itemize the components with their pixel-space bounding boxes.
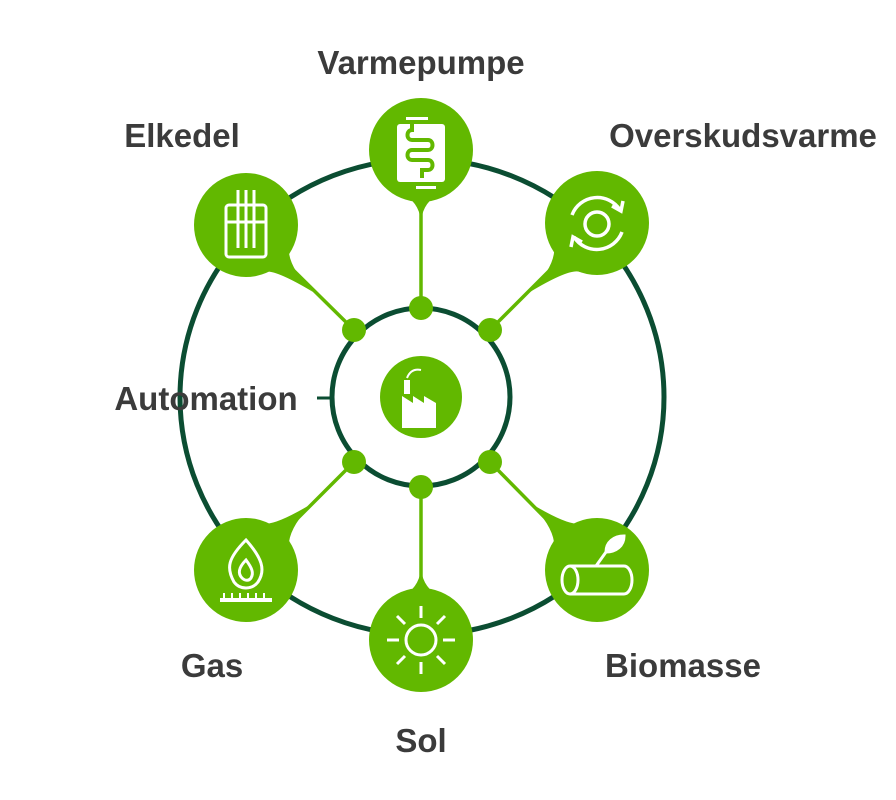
node-elkedel[interactable] — [194, 173, 313, 292]
node-varmepumpe[interactable] — [369, 98, 473, 225]
node-biomasse[interactable] — [530, 503, 649, 622]
center-node — [380, 356, 462, 438]
node-gas[interactable] — [194, 503, 313, 622]
label-elkedel: Elkedel — [124, 117, 240, 154]
dot-elkedel — [342, 318, 366, 342]
label-overskudsvarme: Overskudsvarme — [609, 117, 877, 154]
dot-gas — [342, 450, 366, 474]
label-gas: Gas — [181, 647, 243, 684]
heat-pump-coil-icon — [397, 117, 445, 189]
label-sol: Sol — [395, 722, 446, 759]
factory-icon — [402, 368, 436, 428]
dot-overskudsvarme — [478, 318, 502, 342]
label-biomasse: Biomasse — [605, 647, 761, 684]
recycle-arrows-icon — [569, 195, 625, 252]
dot-biomasse — [478, 450, 502, 474]
dot-sol — [409, 475, 433, 499]
label-varmepumpe: Varmepumpe — [317, 44, 524, 81]
electric-boiler-icon — [224, 190, 268, 259]
dot-varmepumpe — [409, 296, 433, 320]
gas-flame-icon — [220, 537, 272, 602]
sun-icon — [387, 606, 455, 674]
node-sol[interactable] — [369, 565, 473, 692]
node-overskudsvarme[interactable] — [530, 171, 649, 292]
label-automation: Automation — [114, 380, 297, 417]
log-sprout-icon — [560, 534, 634, 596]
